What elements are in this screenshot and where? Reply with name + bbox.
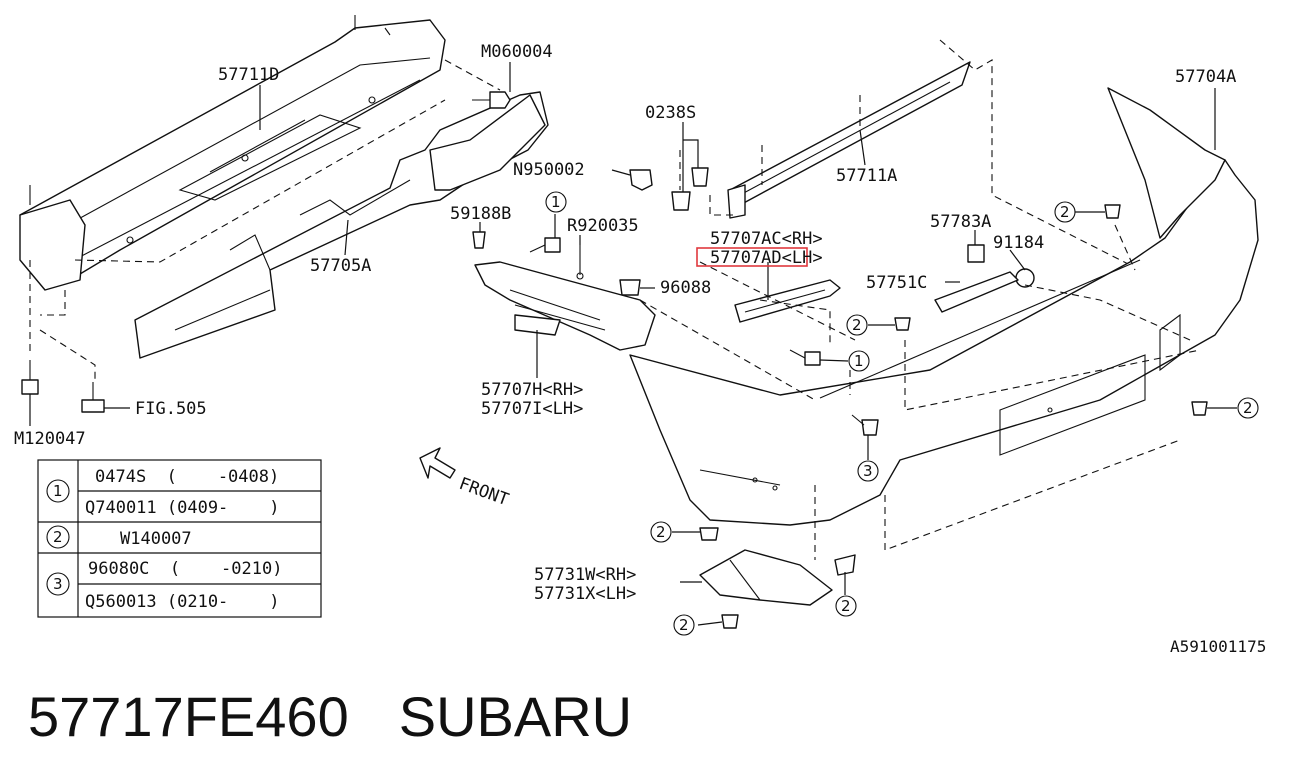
- rivet-R920035-icon[interactable]: [576, 245, 584, 280]
- footer-part-number: 57717FE460: [28, 685, 349, 748]
- legend-entry-1b[interactable]: Q740011 (0409- ): [85, 498, 279, 518]
- clip-91184-icon[interactable]: [1015, 268, 1035, 288]
- legend-ref-label: 1: [53, 482, 63, 500]
- label-57731W[interactable]: 57731W<RH>: [534, 565, 636, 585]
- reinforcement-beam-57711D[interactable]: [19, 15, 446, 291]
- label-R920035[interactable]: R920035: [567, 216, 639, 236]
- footer-brand: SUBARU: [398, 685, 633, 748]
- ref-marker-2-bracket-bottom[interactable]: 2: [673, 614, 695, 636]
- label-57704A[interactable]: 57704A: [1175, 67, 1236, 87]
- label-57707AD[interactable]: 57707AD<LH>: [710, 248, 823, 268]
- footer-caption: 57717FE460 SUBARU: [28, 682, 682, 752]
- legend-entry-3a[interactable]: 96080C ( -0210): [88, 559, 282, 579]
- ref-marker-label: 2: [852, 316, 862, 334]
- label-57711D[interactable]: 57711D: [218, 65, 279, 85]
- dashed-guides-left: [29, 59, 501, 380]
- bolt-marker1-top-icon[interactable]: [529, 237, 561, 253]
- side-bracket-57707H[interactable]: [474, 261, 656, 351]
- ref-marker-2-bracket-right[interactable]: 2: [835, 595, 857, 617]
- clip-57783A-icon[interactable]: [967, 244, 985, 263]
- label-57731X[interactable]: 57731X<LH>: [534, 584, 636, 604]
- legend-ref-label: 3: [53, 575, 63, 593]
- bolt-marker3-icon[interactable]: [851, 414, 879, 436]
- bumper-cover-57704A[interactable]: [629, 87, 1259, 526]
- label-59188B[interactable]: 59188B: [450, 204, 511, 224]
- bolt-M120047-icon[interactable]: [21, 360, 39, 395]
- ref-marker-label: 2: [1060, 203, 1070, 221]
- ref-marker-2-right[interactable]: 2: [1237, 397, 1259, 419]
- ref-marker-label: 1: [551, 193, 561, 211]
- label-M060004[interactable]: M060004: [481, 42, 553, 62]
- dashed-guides-lower: [639, 224, 1201, 560]
- label-57751C[interactable]: 57751C: [866, 273, 927, 293]
- label-0238S[interactable]: 0238S: [645, 103, 696, 123]
- label-57705A[interactable]: 57705A: [310, 256, 371, 276]
- ref-marker-1-top[interactable]: 1: [545, 191, 567, 213]
- dashed-guides-upper: [679, 39, 1141, 271]
- callout-labels: 57711D M060004 0238S N950002 57711A 5770…: [14, 42, 1266, 656]
- ref-marker-2-mid[interactable]: 2: [846, 314, 868, 336]
- ref-marker-label: 3: [863, 462, 873, 480]
- diagram-id: A591001175: [1170, 637, 1266, 656]
- highlight-box-57707AD: [696, 247, 808, 267]
- ref-marker-2-upper[interactable]: 2: [1054, 201, 1076, 223]
- bracket-57751C[interactable]: [934, 271, 1019, 313]
- bolt-M060004-icon[interactable]: [472, 91, 511, 109]
- front-label: FRONT: [456, 474, 511, 510]
- ref-marker-label: 2: [841, 597, 851, 615]
- clip-N950002-icon[interactable]: [629, 169, 653, 191]
- front-arrow: FRONT: [419, 447, 511, 510]
- ref-marker-label: 2: [679, 616, 689, 634]
- legend-ref-2: 2: [46, 525, 70, 549]
- ref-marker-2-bracket-top[interactable]: 2: [650, 521, 672, 543]
- upper-rail-57711A[interactable]: [727, 61, 971, 219]
- legend-table: 1 2 3 0474S ( -0408) Q740011 (0409- ) W1…: [37, 459, 322, 618]
- label-96088[interactable]: 96088: [660, 278, 711, 298]
- legend-entry-3b[interactable]: Q560013 (0210- ): [85, 592, 279, 612]
- label-91184[interactable]: 91184: [993, 233, 1044, 253]
- ref-marker-label: 2: [656, 523, 666, 541]
- ref-marker-label: 2: [1243, 399, 1253, 417]
- label-57711A[interactable]: 57711A: [836, 166, 897, 186]
- bracket-57707AC-AD[interactable]: [734, 279, 841, 323]
- energy-absorber-57705A[interactable]: [134, 91, 549, 359]
- bolt-marker1-mid-icon[interactable]: [789, 349, 821, 366]
- legend-entry-1a[interactable]: 0474S ( -0408): [95, 467, 279, 487]
- clip-96088-icon[interactable]: [619, 279, 641, 296]
- legend-entry-2[interactable]: W140007: [120, 529, 192, 549]
- ref-marker-label: 1: [854, 352, 864, 370]
- bolt-marker2-upper-icon[interactable]: [1104, 204, 1121, 219]
- label-FIG505[interactable]: FIG.505: [135, 399, 207, 419]
- lower-bracket-57731W[interactable]: [699, 527, 856, 629]
- label-M120047[interactable]: M120047: [14, 429, 86, 449]
- bolt-marker2-mid-icon[interactable]: [894, 317, 911, 331]
- clip-0238S-icon[interactable]: [671, 167, 709, 211]
- legend-ref-3: 3: [46, 572, 70, 596]
- label-N950002[interactable]: N950002: [513, 160, 585, 180]
- legend-ref-1: 1: [46, 479, 70, 503]
- leader-lines: [29, 62, 1237, 626]
- ref-marker-1-mid[interactable]: 1: [848, 350, 870, 372]
- bolt-fig505-icon[interactable]: [81, 382, 105, 413]
- label-57783A[interactable]: 57783A: [930, 212, 991, 232]
- label-57707AC[interactable]: 57707AC<RH>: [710, 229, 823, 249]
- label-57707I[interactable]: 57707I<LH>: [481, 399, 583, 419]
- ref-markers: 1 1 2 2 2 3 2 2: [545, 191, 1259, 636]
- ref-marker-3[interactable]: 3: [857, 460, 879, 482]
- clip-59188B-icon[interactable]: [472, 231, 486, 249]
- legend-ref-label: 2: [53, 528, 63, 546]
- label-57707H[interactable]: 57707H<RH>: [481, 380, 583, 400]
- bolt-marker2-right-icon[interactable]: [1191, 401, 1208, 416]
